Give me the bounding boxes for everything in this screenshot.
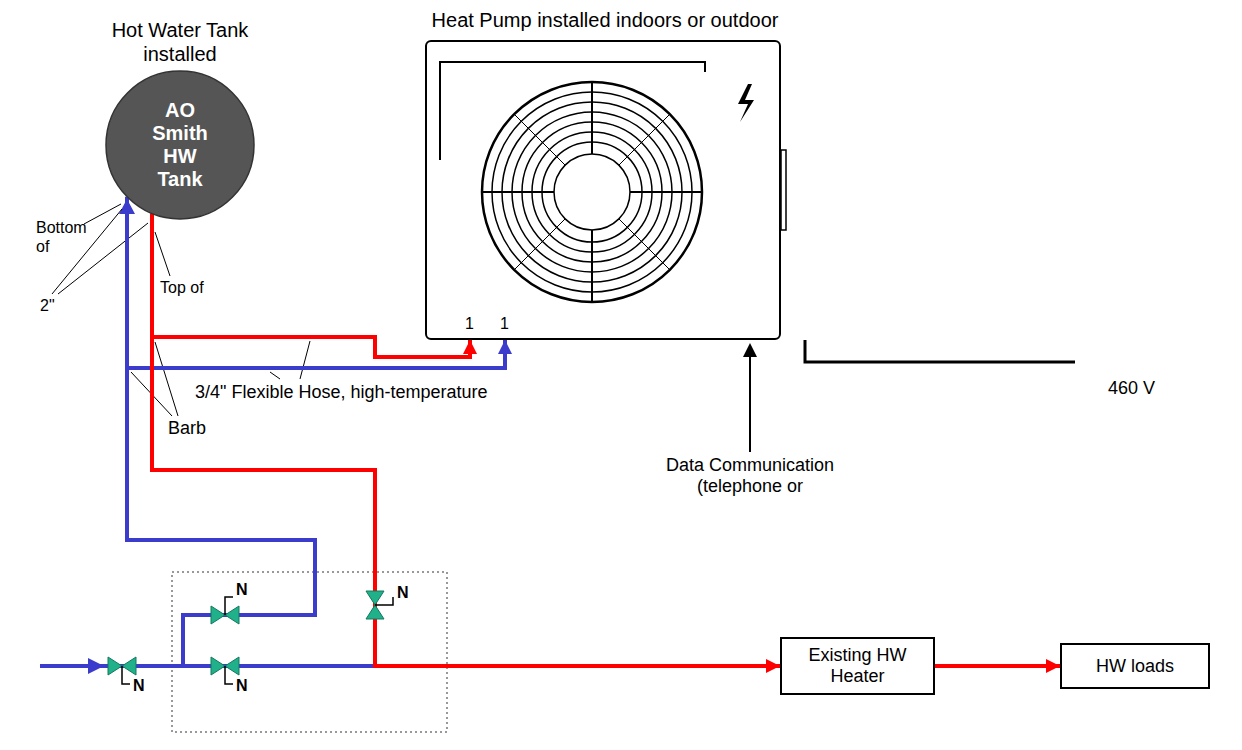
signal-label: Data Communication (telephone or [650, 455, 850, 497]
process-box: HW loads [1060, 643, 1210, 689]
pipe-line [152, 213, 780, 666]
heat-pump-fan [482, 82, 702, 302]
part-label: Bottom of [36, 218, 98, 256]
pipe-connector [935, 659, 1060, 673]
heat-pump-node: Heat Pump installed indoors or outdoor [405, 8, 805, 340]
housing-line [440, 62, 705, 160]
part-label: Barb [168, 418, 206, 439]
valve-label: N [236, 580, 248, 599]
valve-group-box [172, 572, 447, 732]
tank-node: Hot Water Tank installed AO Smith HW Tank [75, 18, 285, 220]
dimension-label: 2" [40, 296, 55, 315]
valve-symbol [108, 657, 136, 684]
tank-shape [106, 71, 254, 219]
inlet-arrow-head [88, 658, 104, 674]
data-arrow-head [743, 343, 757, 357]
pipe-connector [127, 197, 512, 368]
box-label: Existing HW Heater [790, 645, 925, 687]
electric-symbol [738, 84, 754, 122]
arrow-head [766, 659, 780, 673]
process-box: Existing HW Heater [780, 637, 935, 695]
box-label: HW loads [1070, 656, 1200, 677]
power-line [805, 340, 1075, 362]
pipe-line [127, 197, 505, 368]
callout-number: 1 [465, 314, 474, 333]
heat-pump-housing [425, 40, 781, 340]
heat-pump-heading: Heat Pump installed indoors or outdoor [405, 8, 805, 32]
voltage-label: 460 V [1108, 378, 1155, 399]
valve-symbol [211, 597, 239, 624]
housing-tab [781, 150, 786, 230]
callout-number: 1 [500, 314, 509, 333]
tank-heading: Hot Water Tank installed [75, 18, 285, 66]
arrow-head [1046, 659, 1060, 673]
arrow-head [498, 340, 512, 354]
valve-symbol [366, 591, 393, 619]
valve-symbol [211, 657, 239, 684]
pipe-line [935, 664, 1060, 668]
part-label: Top of [160, 278, 204, 297]
valve-label: N [236, 676, 248, 695]
note-label: 3/4" Flexible Hose, high-temperature [195, 382, 488, 403]
data-line [749, 355, 751, 452]
tank-label: AO Smith HW Tank [138, 99, 222, 191]
pipe-connector [152, 213, 477, 357]
arrow-head [463, 340, 477, 354]
valve-label: N [133, 676, 145, 695]
tank-circle: AO Smith HW Tank [105, 70, 255, 220]
valve-label: N [397, 583, 409, 602]
cold-water-pipe [40, 370, 375, 666]
pipe-connector [152, 213, 780, 673]
pipe-line [152, 213, 470, 357]
